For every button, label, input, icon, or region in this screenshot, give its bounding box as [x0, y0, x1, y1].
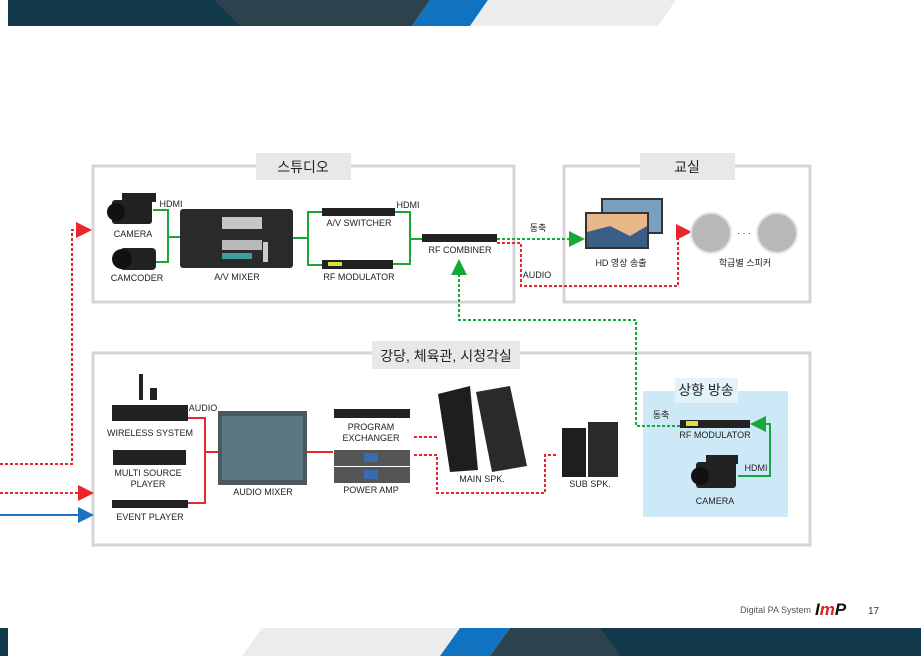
hall-audio-links [188, 417, 333, 504]
av-mixer-device [180, 209, 293, 268]
upstream-coax-label: 동축 [653, 410, 670, 420]
svg-text:ImP: ImP [815, 600, 847, 619]
coax-label: 동축 [530, 223, 547, 233]
hdmi-label: HDMI [397, 200, 420, 210]
tv-label: HD 영상 송출 [595, 258, 646, 268]
sub-speaker-label: SUB SPK. [569, 479, 611, 489]
imp-logo: ImP [815, 600, 847, 619]
studio-video-links [153, 209, 422, 266]
audio-label: AUDIO [189, 403, 218, 413]
footer-product: Digital PA System [740, 605, 811, 615]
upstream-camera-device [691, 455, 738, 488]
upstream-hdmi-link [738, 416, 771, 477]
speakers-label: 학급별 스피커 [719, 258, 771, 268]
upstream-rf-modulator-device [680, 420, 750, 428]
upstream-coax-link [451, 259, 680, 427]
studio-title-box [256, 153, 351, 180]
upstream-camera-label: CAMERA [696, 496, 735, 506]
camcoder-label: CAMCODER [111, 273, 164, 283]
speaker-links [414, 436, 558, 494]
upstream-hdmi-label: HDMI [745, 463, 768, 473]
program-exchanger-device [334, 409, 410, 418]
audio-mixer-label: AUDIO MIXER [233, 487, 293, 497]
ceiling-speaker-icon [756, 212, 798, 254]
camera-device [107, 193, 156, 224]
power-amp-device [334, 450, 410, 483]
hall-title-box [372, 341, 520, 369]
upstream-title: 상향 방송 [678, 382, 734, 398]
rf-combiner-device [422, 234, 497, 242]
rf-modulator-label: RF MODULATOR [323, 272, 395, 282]
multi-source-player-device [113, 450, 186, 465]
audio-link-label: AUDIO [523, 270, 552, 280]
rf-combiner-label: RF COMBINER [429, 245, 493, 255]
wireless-system-device [112, 374, 188, 421]
external-audio-link-1 [0, 222, 92, 465]
av-mixer-label: A/V MIXER [214, 272, 260, 282]
tv-device [585, 198, 663, 249]
classroom-title-box [640, 153, 735, 180]
ceiling-speaker-icon [690, 212, 732, 254]
ellipsis: · · · [737, 228, 751, 238]
upstream-panel [643, 391, 788, 517]
av-switcher-label: A/V SWITCHER [326, 218, 392, 228]
classroom-title: 교실 [674, 159, 700, 175]
top-banner [8, 0, 676, 26]
power-amp-label: POWER AMP [343, 485, 399, 495]
main-speaker-device [438, 386, 527, 472]
program-exchanger-label-1: PROGRAM [348, 422, 395, 432]
bottom-banner [0, 628, 921, 656]
program-exchanger-label-2: EXCHANGER [342, 433, 400, 443]
event-player-device [112, 500, 188, 508]
hdmi-label: HDMI [160, 199, 183, 209]
audio-mixer-device [218, 411, 307, 485]
camera-label: CAMERA [114, 229, 153, 239]
av-switcher-device [322, 208, 395, 216]
upstream-rf-modulator-label: RF MODULATOR [679, 430, 751, 440]
audio-to-speaker-link [497, 224, 692, 287]
main-speaker-label: MAIN SPK. [459, 474, 505, 484]
sub-speaker-device [562, 422, 618, 477]
wireless-system-label: WIRELESS SYSTEM [107, 428, 193, 438]
hall-title: 강당, 체육관, 시청각실 [380, 348, 511, 364]
camcoder-device [112, 248, 156, 270]
multi-source-label-2: PLAYER [131, 479, 166, 489]
page-number: 17 [868, 606, 880, 617]
multi-source-label-1: MULTI SOURCE [114, 468, 181, 478]
event-player-label: EVENT PLAYER [116, 512, 184, 522]
rf-modulator-device [322, 260, 393, 269]
studio-title: 스튜디오 [277, 159, 329, 175]
upstream-title-box [675, 378, 738, 403]
